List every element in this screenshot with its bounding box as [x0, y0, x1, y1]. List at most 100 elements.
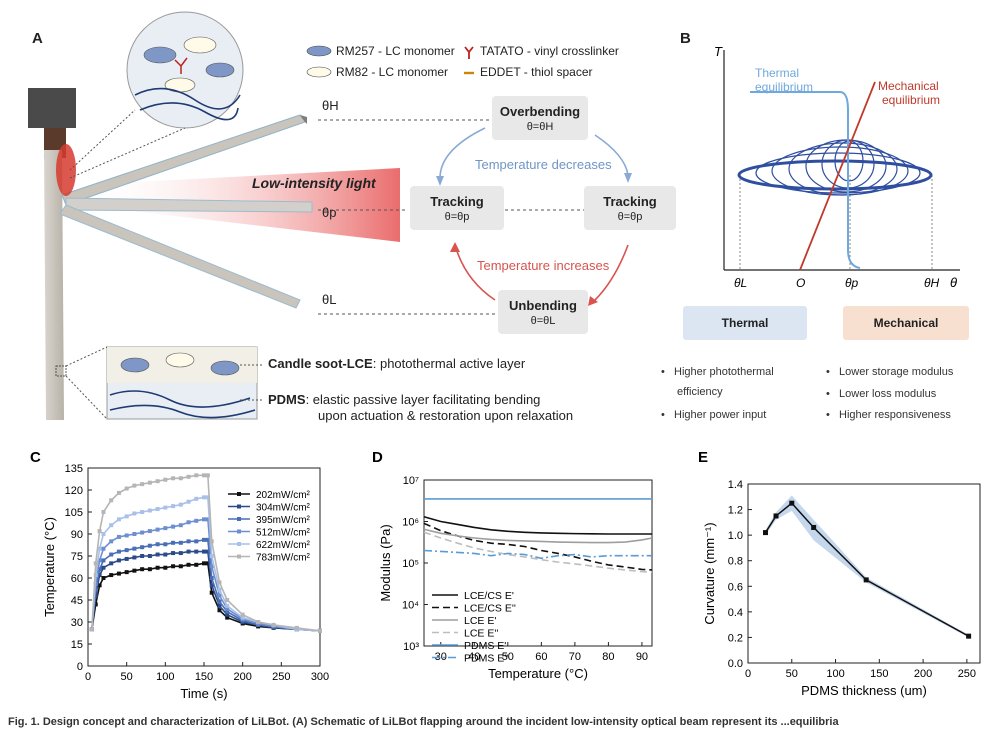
strip-theta-l — [59, 204, 301, 309]
chart-c-point — [225, 615, 230, 620]
chart-c-ytick-label: 60 — [71, 573, 83, 585]
chart-c-legend-marker — [237, 542, 241, 546]
mech-bullet-1: • Lower storage modulus — [826, 366, 954, 378]
chart-c-point — [186, 549, 191, 554]
chart-c-point — [116, 549, 121, 554]
chart-c-ytick-label: 75 — [71, 551, 83, 563]
layer-pdms: PDMS: elastic passive layer facilitating… — [268, 392, 540, 407]
chart-e-xtick-label: 150 — [870, 668, 888, 680]
chart-c-point — [147, 567, 152, 572]
chart-d-legend-label: LCE E' — [464, 615, 496, 627]
chart-c-point — [240, 615, 245, 620]
chart-c-point — [132, 532, 137, 536]
chart-c-point — [97, 529, 102, 534]
chart-c-point — [97, 583, 102, 588]
chart-d-xtick-label: 90 — [636, 651, 648, 663]
chart-c-xtick-label: 50 — [121, 671, 133, 683]
chart-c-point — [101, 510, 106, 514]
chart-d-xtick-label: 60 — [535, 651, 547, 663]
chart-c-ytick-label: 120 — [65, 485, 83, 497]
chart-c-point — [89, 627, 94, 632]
panel-a-letter: A — [32, 30, 43, 47]
chart-c-point — [140, 530, 145, 535]
panel-a-illustration — [28, 11, 632, 420]
panel-b-letter: B — [680, 30, 691, 47]
vertical-strip — [44, 150, 64, 420]
state-unbending-title: Unbending — [509, 298, 577, 313]
chart-d-ytick-label: 10⁴ — [402, 600, 419, 612]
chart-e-ytick-label: 0.4 — [728, 607, 743, 619]
chart-c-ytick-label: 90 — [71, 529, 83, 541]
chart-c-point — [116, 534, 121, 539]
chart-d-series-line — [423, 516, 652, 535]
chart-c-point — [101, 565, 106, 570]
chart-c-point — [205, 517, 210, 522]
b-thermal-eq-2: equilibrium — [755, 80, 813, 94]
chart-c-xtick-label: 150 — [195, 671, 213, 683]
chart-c-xlabel: Time (s) — [180, 686, 227, 701]
layer-pdms-bold: PDMS — [268, 392, 306, 407]
chart-c-point — [202, 495, 206, 500]
chart-d-legend-label: LCE E'' — [464, 628, 498, 640]
white-ellipse-icon — [306, 66, 332, 78]
panel-e-letter: E — [698, 449, 708, 466]
chart-c-point — [140, 567, 145, 572]
chart-d-legend-label: PDMS E'' — [464, 653, 508, 665]
chart-c-point — [271, 622, 276, 627]
b-mech-eq-1: Mechanical — [878, 79, 939, 93]
chart-c-ytick-label: 15 — [71, 639, 83, 651]
chart-d-xtick-label: 50 — [502, 651, 514, 663]
layer-candle-soot: Candle soot-LCE: photothermal active lay… — [268, 356, 525, 371]
chart-d-xtick-label: 40 — [468, 651, 480, 663]
chart-c-point — [318, 628, 322, 633]
legend-tatato: TATATO - vinyl crosslinker — [480, 44, 619, 58]
chart-d-legend-label: LCE/CS E' — [464, 590, 514, 602]
chart-c-point — [163, 565, 168, 570]
chart-c-point — [163, 477, 168, 482]
layer-candle-soot-bold: Candle soot-LCE — [268, 356, 373, 371]
chart-c-point — [217, 608, 222, 613]
chart-d-series-line — [423, 522, 653, 571]
chart-c-point — [132, 555, 137, 560]
b-tick-theta-p: θp — [845, 276, 859, 290]
chart-e-point — [811, 524, 817, 530]
b-axis-theta: θ — [950, 275, 957, 290]
chart-e-frame — [747, 483, 981, 664]
chart-c-point — [194, 496, 199, 501]
chart-e-ytick-label: 1.2 — [728, 505, 743, 517]
chart-c-point — [163, 526, 168, 531]
chart-c-point — [140, 545, 145, 550]
state-tracking-left: Tracking θ=θp — [410, 186, 504, 230]
chart-d-series-line — [423, 531, 653, 574]
chart-c-point — [147, 554, 152, 558]
chart-c-legend-label: 202mW/cm² — [256, 490, 311, 501]
chart-c-point — [209, 576, 214, 580]
chart-c-point — [178, 523, 183, 528]
chart-c-point — [147, 480, 152, 485]
thermal-bullet-1b: efficiency — [677, 386, 723, 398]
chart-c-point — [171, 524, 176, 529]
chart-c-point — [178, 476, 183, 481]
chart-c-legend-marker — [237, 492, 241, 496]
chart-e-ytick-label: 0.6 — [728, 581, 743, 593]
chart-c-point — [109, 539, 114, 544]
chart-c-legend-label: 304mW/cm² — [256, 503, 311, 514]
chart-c-point — [194, 518, 199, 523]
thermal-bullet-1: • Higher photothermal — [661, 366, 774, 378]
panel-d-letter: D — [372, 449, 383, 466]
chart-c-point — [132, 568, 137, 573]
chart-c-point — [225, 609, 230, 614]
thermal-bullet-2-text: Higher power input — [674, 409, 767, 421]
chart-c-ytick-label: 0 — [77, 661, 83, 673]
chart-c-point — [217, 587, 222, 592]
chart-c-xtick-label: 250 — [272, 671, 290, 683]
chart-c-point — [124, 548, 129, 553]
chip-thermal: Thermal — [683, 306, 807, 340]
chart-d-ylabel: Modulus (Pa) — [378, 524, 393, 601]
chart-c-point — [155, 507, 160, 512]
red-y-icon — [464, 46, 474, 59]
chart-e-ytick-label: 0.8 — [728, 556, 743, 568]
chart-e-series-line — [764, 502, 969, 637]
theta-p-label: θp — [322, 205, 337, 220]
layer-pdms-desc: : elastic passive layer facilitating ben… — [305, 392, 541, 407]
